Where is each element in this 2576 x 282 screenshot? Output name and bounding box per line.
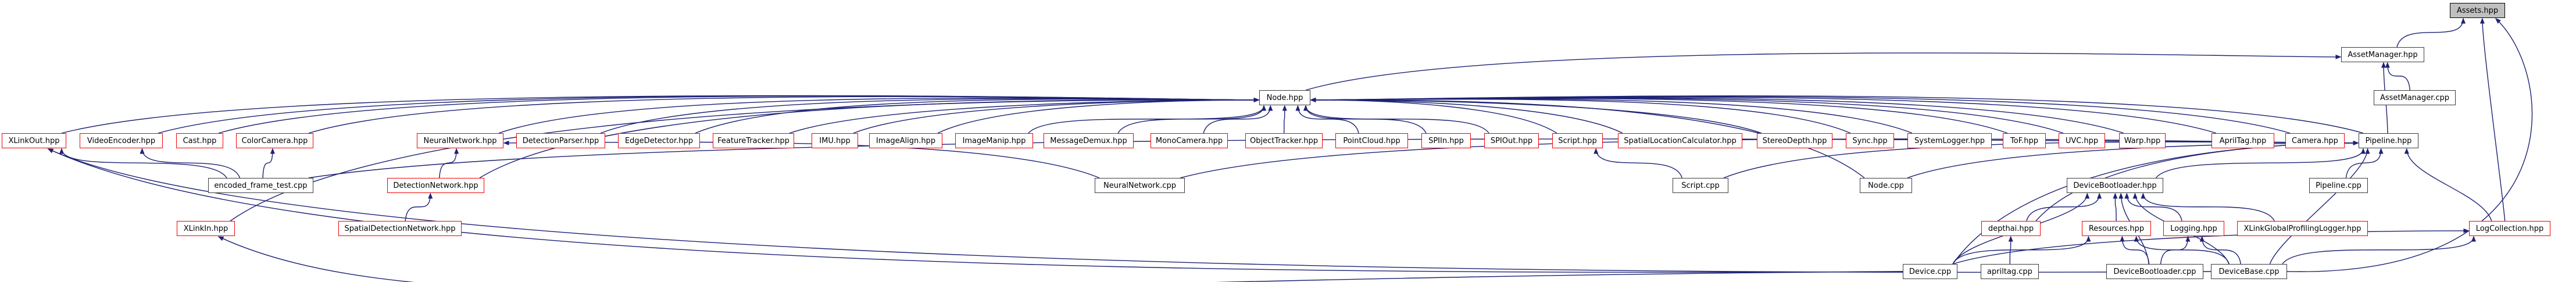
graph-node-sync[interactable]: Sync.hpp bbox=[1846, 133, 1894, 148]
edge-xlinkglobalprofilinglogger-to-devicebootloader_hpp bbox=[2141, 192, 2275, 222]
edge-devicebase_cpp-to-xlinkout bbox=[47, 148, 2211, 273]
graph-node-script_cpp[interactable]: Script.cpp bbox=[1673, 178, 1728, 193]
edge-node_hpp-to-assetmanager_hpp bbox=[1305, 52, 2342, 91]
graph-node-detectionparser[interactable]: DetectionParser.hpp bbox=[516, 133, 605, 148]
edge-devicebase_cpp-to-pipeline_hpp bbox=[2269, 148, 2370, 265]
graph-node-logcollection[interactable]: LogCollection.hpp bbox=[2469, 221, 2550, 236]
graph-node-node_hpp[interactable]: Node.hpp bbox=[1259, 90, 1310, 105]
edge-monocamera-to-node_hpp bbox=[1203, 105, 1273, 134]
graph-node-xlinkglobalprofilinglogger[interactable]: XLinkGlobalProfilingLogger.hpp bbox=[2237, 221, 2368, 236]
graph-node-encoded_frame_test[interactable]: encoded_frame_test.cpp bbox=[208, 178, 313, 193]
graph-node-spatialdetectionnetwork[interactable]: SpatialDetectionNetwork.hpp bbox=[338, 221, 462, 236]
graph-node-assetmanager_cpp[interactable]: AssetManager.cpp bbox=[2374, 90, 2456, 105]
graph-node-neuralnetwork_hpp[interactable]: NeuralNetwork.hpp bbox=[417, 133, 503, 148]
graph-node-spatiallocationcalculator[interactable]: SpatialLocationCalculator.hpp bbox=[1618, 133, 1742, 148]
graph-node-messagedemux[interactable]: MessageDemux.hpp bbox=[1044, 133, 1134, 148]
graph-node-imagemanip[interactable]: ImageManip.hpp bbox=[955, 133, 1033, 148]
graph-node-device_cpp[interactable]: Device.cpp bbox=[1903, 264, 1957, 279]
graph-node-imagealign[interactable]: ImageAlign.hpp bbox=[869, 133, 942, 148]
graph-node-neuralnetwork_cpp[interactable]: NeuralNetwork.cpp bbox=[1095, 178, 1185, 193]
graph-node-pointcloud[interactable]: PointCloud.hpp bbox=[1335, 133, 1408, 148]
graph-node-imu[interactable]: IMU.hpp bbox=[812, 133, 858, 148]
graph-node-spiin[interactable]: SPIIn.hpp bbox=[1421, 133, 1471, 148]
graph-node-apriltag_cpp[interactable]: apriltag.cpp bbox=[1981, 264, 2039, 279]
edge-assetmanager_cpp-to-assetmanager_hpp bbox=[2385, 62, 2410, 91]
edge-pipeline_hpp-to-node_hpp bbox=[1310, 95, 2364, 134]
graph-node-warp[interactable]: Warp.hpp bbox=[2119, 133, 2166, 148]
graph-node-apriltag_hpp[interactable]: AprilTag.hpp bbox=[2211, 133, 2274, 148]
graph-node-objecttracker[interactable]: ObjectTracker.hpp bbox=[1245, 133, 1323, 148]
edge-detectionnetwork-to-neuralnetwork_hpp bbox=[439, 148, 459, 179]
edge-messagedemux-to-node_hpp bbox=[1117, 105, 1266, 134]
edge-imagemanip-to-node_hpp bbox=[1028, 105, 1266, 134]
graph-node-tof[interactable]: ToF.hpp bbox=[2003, 133, 2046, 148]
edge-depthai-to-devicebootloader_hpp bbox=[2026, 192, 2102, 222]
graph-node-colorcamera[interactable]: ColorCamera.hpp bbox=[236, 133, 313, 148]
edge-devicebootloader_cpp-to-resources bbox=[2120, 235, 2150, 265]
graph-node-camera[interactable]: Camera.hpp bbox=[2285, 133, 2345, 148]
edge-assetmanager_hpp-to-assets bbox=[2396, 17, 2466, 48]
edge-pointcloud-to-node_hpp bbox=[1295, 105, 1359, 134]
edge-encoded_frame_test-to-xlinkout bbox=[59, 148, 227, 179]
edge-logcollection-to-pipeline_hpp bbox=[2404, 148, 2492, 222]
graph-node-resources[interactable]: Resources.hpp bbox=[2082, 221, 2151, 236]
edge-devicebase_cpp-to-assets bbox=[2286, 17, 2533, 272]
edge-script_cpp-to-script_hpp bbox=[1594, 148, 1682, 179]
graph-node-monocamera[interactable]: MonoCamera.hpp bbox=[1151, 133, 1228, 148]
edge-logcollection-to-assets bbox=[2479, 17, 2506, 222]
edge-encoded_frame_test-to-videoencoder bbox=[140, 148, 241, 179]
edge-spiout-to-node_hpp bbox=[1303, 105, 1489, 134]
edge-objecttracker-to-node_hpp bbox=[1282, 105, 1287, 134]
edge-device_cpp-to-logcollection bbox=[1952, 228, 2470, 265]
edge-devicebase_cpp-to-logcollection bbox=[2282, 235, 2476, 265]
graph-node-featuretracker[interactable]: FeatureTracker.hpp bbox=[713, 133, 794, 148]
graph-node-pipeline_cpp[interactable]: Pipeline.cpp bbox=[2309, 178, 2368, 193]
graph-node-devicebootloader_hpp[interactable]: DeviceBootloader.hpp bbox=[2067, 178, 2163, 193]
edge-devicebootloader_cpp-to-logging bbox=[2160, 235, 2191, 265]
graph-node-edgedetector[interactable]: EdgeDetector.hpp bbox=[618, 133, 700, 148]
graph-node-pipeline_hpp[interactable]: Pipeline.hpp bbox=[2359, 133, 2418, 148]
edge-devicebootloader_hpp-to-pipeline_hpp bbox=[2156, 148, 2366, 179]
edge-pipeline_cpp-to-pipeline_hpp bbox=[2345, 148, 2384, 179]
graph-node-script_hpp[interactable]: Script.hpp bbox=[1552, 133, 1603, 148]
graph-node-stereodepth[interactable]: StereoDepth.hpp bbox=[1757, 133, 1832, 148]
graph-node-depthai[interactable]: depthai.hpp bbox=[1981, 221, 2041, 236]
graph-node-detectionnetwork[interactable]: DetectionNetwork.hpp bbox=[387, 178, 484, 193]
graph-node-assetmanager_hpp[interactable]: AssetManager.hpp bbox=[2341, 47, 2424, 62]
edge-logging-to-devicebootloader_hpp bbox=[2124, 192, 2182, 222]
graph-node-videoencoder[interactable]: VideoEncoder.hpp bbox=[80, 133, 163, 148]
edge-device_cpp-to-xlinkin bbox=[217, 236, 1903, 282]
edge-device_cpp-to-xlinkout bbox=[47, 148, 1903, 273]
graph-node-uvc[interactable]: UVC.hpp bbox=[2059, 133, 2105, 148]
graph-node-xlinkin[interactable]: XLinkIn.hpp bbox=[177, 221, 235, 236]
graph-node-logging[interactable]: Logging.hpp bbox=[2163, 221, 2224, 236]
edge-imagealign-to-node_hpp bbox=[937, 97, 1260, 134]
edge-encoded_frame_test-to-colorcamera bbox=[262, 148, 275, 179]
graph-node-systemlogger[interactable]: SystemLogger.hpp bbox=[1907, 133, 1992, 148]
edge-resources-to-devicebootloader_hpp bbox=[2113, 192, 2118, 222]
graph-node-devicebase_cpp[interactable]: DeviceBase.cpp bbox=[2211, 264, 2287, 279]
graph-node-assets: Assets.hpp bbox=[2450, 3, 2505, 18]
edge-devicebase_cpp-to-logging bbox=[2199, 235, 2241, 265]
graph-node-cast[interactable]: Cast.hpp bbox=[176, 133, 223, 148]
graph-node-spiout[interactable]: SPIOut.hpp bbox=[1484, 133, 1539, 148]
graph-node-xlinkout[interactable]: XLinkOut.hpp bbox=[2, 133, 66, 148]
edge-spatialdetectionnetwork-to-detectionnetwork bbox=[405, 192, 433, 222]
graph-node-node_cpp[interactable]: Node.cpp bbox=[1860, 178, 1912, 193]
graph-node-devicebootloader_cpp[interactable]: DeviceBootloader.cpp bbox=[2106, 264, 2203, 279]
